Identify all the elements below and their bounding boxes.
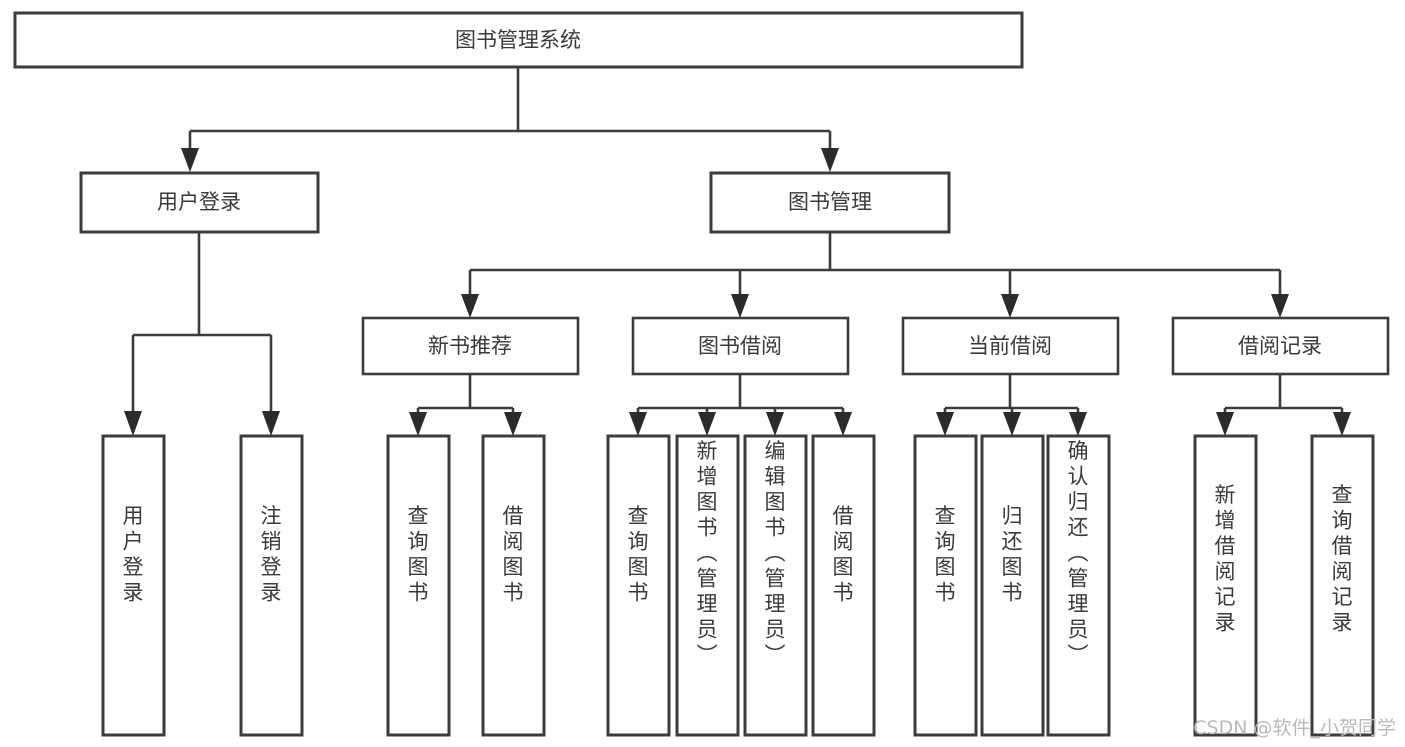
arrow-record-leaf1 — [1216, 412, 1234, 436]
leaf-newbook-borrow-book[interactable]: 借阅图书 — [481, 434, 546, 737]
leaf-user-login-label: 用户登录 — [123, 504, 144, 605]
leaf-borrow-edit-book-box[interactable] — [743, 434, 808, 737]
node-current-borrow[interactable]: 当前借阅 — [901, 316, 1120, 376]
leaf-borrow-query-book[interactable]: 查询图书 — [606, 434, 671, 737]
leaf-logout-login-label: 注销登录 — [261, 504, 282, 605]
leaf-record-add[interactable]: 新增借阅记录 — [1193, 434, 1258, 737]
leaf-borrow-add-book-label: 新增图书︵管理员︶ — [697, 439, 718, 667]
node-borrow-record-box[interactable] — [1171, 316, 1390, 376]
node-current-borrow-label: 当前借阅 — [968, 334, 1052, 358]
node-current-borrow-box[interactable] — [901, 316, 1120, 376]
leaf-borrow-borrow-book-label: 借阅图书 — [833, 504, 854, 605]
leaf-record-query[interactable]: 查询借阅记录 — [1310, 434, 1375, 737]
arrow-borrow-leaf2 — [698, 412, 716, 436]
leaf-current-query-book-label: 查询图书 — [935, 504, 956, 605]
node-root-label: 图书管理系统 — [455, 28, 581, 52]
leaf-logout-login[interactable]: 注销登录 — [239, 434, 304, 737]
leaf-current-confirm-return-box[interactable] — [1046, 434, 1111, 737]
arrow-to-current — [1001, 294, 1019, 318]
node-book-manage-box[interactable] — [709, 171, 951, 234]
arrow-newbook-leaf2 — [504, 412, 522, 436]
arrow-to-book-manage — [821, 148, 839, 172]
leaf-current-query-book-box[interactable] — [913, 434, 978, 737]
leaf-current-return-book[interactable]: 归还图书 — [980, 434, 1045, 737]
arrow-leaf-logout — [262, 411, 280, 436]
arrow-leaf-user-login — [124, 411, 142, 436]
leaf-current-return-book-label: 归还图书 — [1002, 504, 1023, 605]
arrow-borrow-leaf1 — [629, 412, 647, 436]
leaf-current-query-book[interactable]: 查询图书 — [913, 434, 978, 737]
leaf-current-confirm-return[interactable]: 确认归还︵管理员︶ — [1046, 434, 1111, 737]
leaf-record-add-label: 新增借阅记录 — [1215, 483, 1236, 635]
csdn-watermark: CSDN @软件_小贺同学 — [1193, 717, 1396, 739]
arrow-borrow-leaf4 — [834, 412, 852, 436]
leaf-newbook-borrow-book-label: 借阅图书 — [503, 504, 524, 605]
node-root-system[interactable]: 图书管理系统 — [13, 11, 1024, 69]
node-user-login-box[interactable] — [79, 171, 320, 234]
arrow-current-leaf3 — [1069, 412, 1087, 436]
node-book-borrow-box[interactable] — [631, 316, 850, 376]
leaf-borrow-borrow-book-box[interactable] — [811, 434, 876, 737]
leaf-newbook-query-book-box[interactable] — [386, 434, 451, 737]
leaf-borrow-add-book[interactable]: 新增图书︵管理员︶ — [675, 434, 740, 737]
leaf-borrow-borrow-book[interactable]: 借阅图书 — [811, 434, 876, 737]
node-book-borrow[interactable]: 图书借阅 — [631, 316, 850, 376]
arrow-current-leaf1 — [936, 412, 954, 436]
node-user-login-label: 用户登录 — [157, 190, 241, 214]
leaf-current-confirm-return-label: 确认归还︵管理员︶ — [1068, 439, 1089, 667]
node-new-book-recommend-label: 新书推荐 — [428, 334, 512, 358]
leaf-logout-login-box[interactable] — [239, 434, 304, 737]
arrow-current-leaf2 — [1003, 412, 1021, 436]
leaf-borrow-add-book-box[interactable] — [675, 434, 740, 737]
leaf-current-return-book-box[interactable] — [980, 434, 1045, 737]
node-new-book-recommend-box[interactable] — [361, 316, 580, 376]
node-root-box[interactable] — [13, 11, 1024, 69]
node-borrow-record[interactable]: 借阅记录 — [1171, 316, 1390, 376]
connector-layer — [124, 67, 1351, 436]
leaf-record-query-label: 查询借阅记录 — [1332, 483, 1353, 635]
leaf-borrow-edit-book-label: 编辑图书︵管理员︶ — [765, 439, 786, 667]
leaf-borrow-edit-book[interactable]: 编辑图书︵管理员︶ — [743, 434, 808, 737]
node-user-login[interactable]: 用户登录 — [79, 171, 320, 234]
leaf-newbook-query-book-label: 查询图书 — [408, 504, 429, 605]
node-new-book-recommend[interactable]: 新书推荐 — [361, 316, 580, 376]
leaf-user-login[interactable]: 用户登录 — [101, 434, 166, 737]
node-book-borrow-label: 图书借阅 — [698, 334, 782, 358]
node-book-manage-label: 图书管理 — [788, 190, 872, 214]
leaf-record-query-box[interactable] — [1310, 434, 1375, 737]
arrow-to-record — [1271, 294, 1289, 318]
node-borrow-record-label: 借阅记录 — [1238, 334, 1322, 358]
leaf-borrow-query-book-label: 查询图书 — [628, 504, 649, 605]
arrow-to-borrow — [731, 294, 749, 318]
arrow-to-newbook — [461, 294, 479, 318]
arrow-to-user-login — [181, 148, 199, 172]
leaf-newbook-borrow-book-box[interactable] — [481, 434, 546, 737]
arrow-record-leaf2 — [1333, 412, 1351, 436]
node-book-manage[interactable]: 图书管理 — [709, 171, 951, 234]
leaf-borrow-query-book-box[interactable] — [606, 434, 671, 737]
leaf-record-add-box[interactable] — [1193, 434, 1258, 737]
arrow-borrow-leaf3 — [766, 412, 784, 436]
arrow-newbook-leaf1 — [409, 412, 427, 436]
leaf-newbook-query-book[interactable]: 查询图书 — [386, 434, 451, 737]
leaf-user-login-box[interactable] — [101, 434, 166, 737]
